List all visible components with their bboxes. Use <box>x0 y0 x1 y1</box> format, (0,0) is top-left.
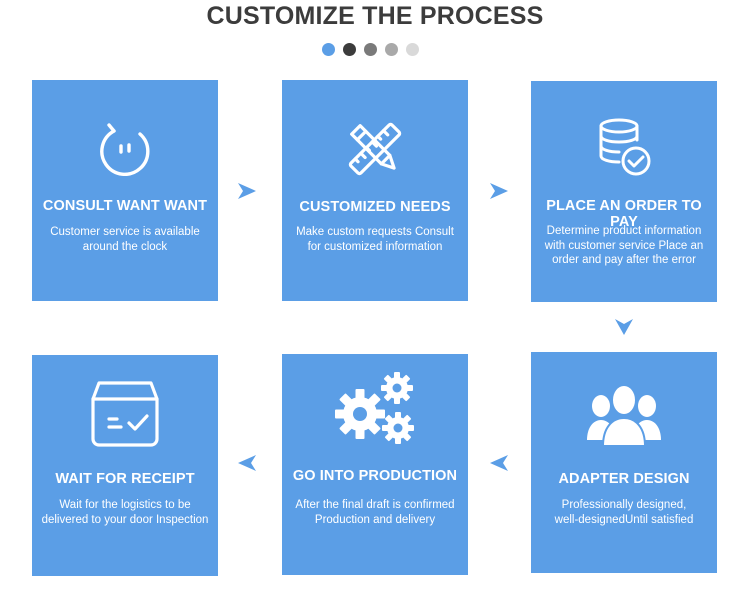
dot-2 <box>343 43 356 56</box>
step-desc-line: delivered to your door Inspection <box>41 513 209 526</box>
step-title: GO INTO PRODUCTION <box>292 468 458 484</box>
step-title: WAIT FOR RECEIPT <box>55 471 195 487</box>
headset-icon <box>32 114 218 184</box>
pagination-dots <box>322 43 419 56</box>
arrow-left-icon <box>490 455 508 471</box>
step-desc-line: Production and delivery <box>314 513 436 526</box>
step-desc-line: Professionally designed, <box>561 499 687 511</box>
box-check-icon <box>32 377 218 453</box>
step-desc-line: around the clock <box>82 240 168 253</box>
step-title: ADAPTER DESIGN <box>558 471 690 487</box>
step-description: Professionally designed, well-designedUn… <box>537 498 711 527</box>
step-desc-line: with customer service Place an <box>544 239 704 252</box>
step-card-order: PLACE AN ORDER TO PAY Determine product … <box>531 81 717 302</box>
step-card-consult: CONSULT WANT WANT Customer service is av… <box>32 80 218 301</box>
database-check-icon <box>531 114 717 184</box>
arrow-left-icon <box>238 455 256 471</box>
page-title: CUSTOMIZE THE PROCESS <box>206 2 544 30</box>
dot-1 <box>322 43 335 56</box>
step-desc-line: Wait for the logistics to be <box>59 499 191 511</box>
gears-icon <box>282 368 468 448</box>
pencil-ruler-icon <box>282 114 468 184</box>
step-title: CONSULT WANT WANT <box>42 198 208 214</box>
step-description: Customer service is available around the… <box>38 225 212 254</box>
step-desc-line: Customer service is available <box>50 226 200 238</box>
step-description: Make custom requests Consult for customi… <box>288 225 462 254</box>
arrow-right-icon <box>238 183 256 199</box>
arrow-down-icon <box>615 319 633 335</box>
step-title: PLACE AN ORDER TO PAY <box>546 198 702 230</box>
users-icon <box>531 380 717 450</box>
step-description: After the final draft is confirmed Produ… <box>288 498 462 527</box>
step-desc-line: for customized information <box>307 240 443 253</box>
step-desc-line: order and pay after the error <box>552 254 696 266</box>
step-description: Determine product information with custo… <box>537 224 711 268</box>
dot-3 <box>364 43 377 56</box>
step-desc-line: Make custom requests Consult <box>296 226 454 238</box>
step-card-adapter: ADAPTER DESIGN Professionally designed, … <box>531 352 717 573</box>
step-card-production: GO INTO PRODUCTION After the final draft… <box>282 354 468 575</box>
step-desc-line: well-designedUntil satisfied <box>554 513 694 526</box>
dot-5 <box>406 43 419 56</box>
step-card-customized: CUSTOMIZED NEEDS Make custom requests Co… <box>282 80 468 301</box>
arrow-right-icon <box>490 183 508 199</box>
step-description: Wait for the logistics to be delivered t… <box>38 498 212 527</box>
step-desc-line: Determine product information <box>546 225 702 237</box>
dot-4 <box>385 43 398 56</box>
step-desc-line: After the final draft is confirmed <box>295 499 455 511</box>
step-card-receipt: WAIT FOR RECEIPT Wait for the logistics … <box>32 355 218 576</box>
step-title: CUSTOMIZED NEEDS <box>299 199 451 215</box>
